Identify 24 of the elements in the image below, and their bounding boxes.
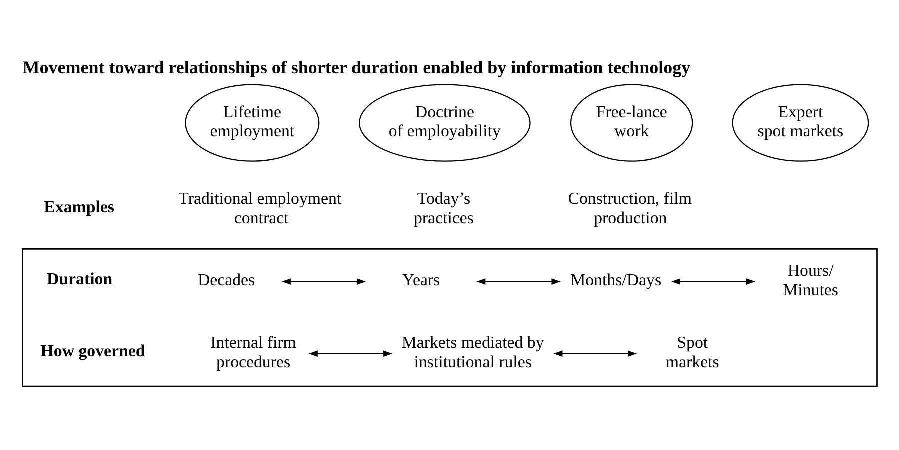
arrow <box>476 278 560 284</box>
node-label: Construction, film production <box>568 188 692 227</box>
node-text: Internal firm procedures <box>210 332 296 371</box>
node-label: Today’s practices <box>413 188 474 227</box>
arrow <box>670 278 755 284</box>
node-text: Years <box>402 270 440 290</box>
node-text: Hours/ Minutes <box>782 260 838 299</box>
node-text: Decades <box>197 270 255 290</box>
node-ellipse: Lifetime employment <box>184 84 320 162</box>
node-ellipse: Free-lance work <box>570 84 693 162</box>
cluster <box>22 248 878 387</box>
arrow <box>281 278 366 284</box>
node-text: Spot markets <box>665 332 719 371</box>
diagram-title: Movement toward relationships of shorter duration enabled by information technology <box>22 56 690 77</box>
label: Examples <box>44 197 114 216</box>
node-text: Markets mediated by institutional rules <box>401 332 544 371</box>
label: How governed <box>40 341 145 360</box>
node-ellipse: Expert spot markets <box>732 84 869 162</box>
node-label: Traditional employment contract <box>178 188 342 227</box>
node-text: Months/Days <box>570 270 662 290</box>
node-ellipse: Doctrine of employability <box>358 84 530 162</box>
arrow <box>553 350 636 356</box>
label: Duration <box>46 269 112 288</box>
arrow <box>308 350 392 356</box>
